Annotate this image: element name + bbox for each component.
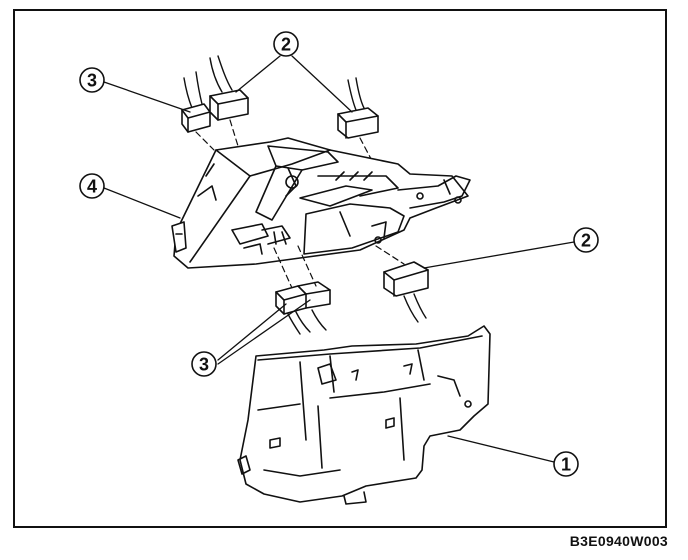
wire-group-bottom [287,293,427,335]
svg-text:3: 3 [87,71,97,91]
connector-3-top [181,103,211,133]
svg-text:3: 3 [199,355,209,375]
callout-2-right: 2 [573,227,599,253]
callout-3-top: 3 [79,67,105,93]
cover-panel [237,325,491,505]
connector-2-top-right [337,107,379,139]
svg-text:2: 2 [281,35,291,55]
connector-3-bottom [275,281,331,315]
svg-text:2: 2 [581,231,591,251]
control-unit [171,137,471,269]
callout-3-bottom: 3 [191,351,217,377]
alignment-lines-bottom [273,245,405,289]
connector-2-bottom [383,261,429,297]
svg-text:4: 4 [87,177,97,197]
callout-1: 1 [553,451,579,477]
callout-2-top: 2 [273,31,299,57]
figure-code: B3E0940W003 [569,533,668,549]
connector-2-top-left [209,89,249,121]
svg-text:1: 1 [561,455,571,475]
figure-frame [13,9,667,528]
callout-4: 4 [79,173,105,199]
wire-group-top [183,55,365,111]
leader-lines [103,55,575,463]
